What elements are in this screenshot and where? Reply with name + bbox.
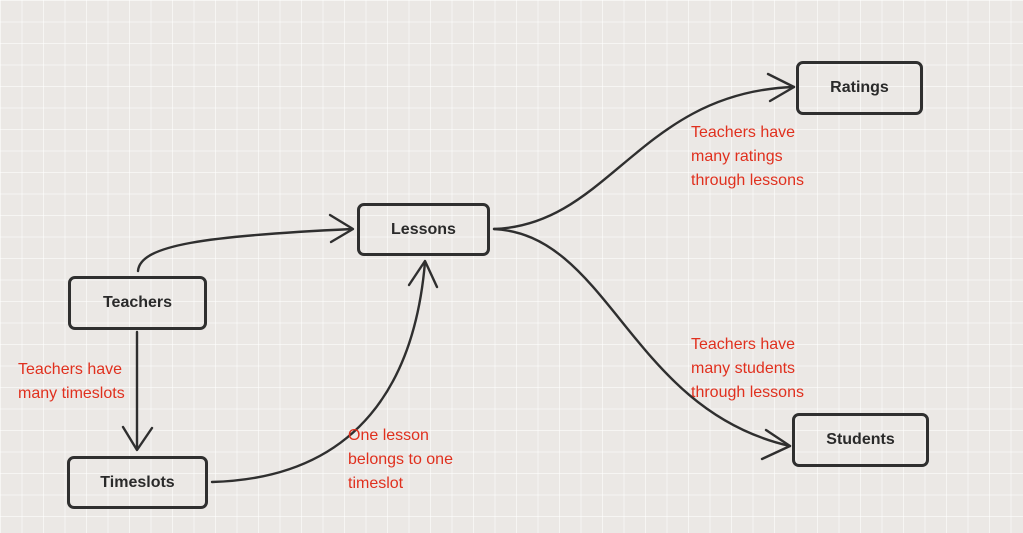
node-ratings[interactable]: Ratings [796, 61, 923, 115]
annotation-line: through lessons [691, 384, 804, 401]
arrowhead-lessons-ratings [766, 72, 796, 103]
arrowhead-lessons-students [760, 428, 792, 461]
annotation-teachers-timeslots: Teachers have many timeslots [18, 358, 125, 406]
annotation-line: timeslot [348, 475, 404, 492]
edge-lessons-ratings [492, 85, 796, 231]
edge-lessons-students [492, 227, 792, 448]
annotation-line: many students [691, 360, 796, 377]
node-students[interactable]: Students [792, 413, 929, 467]
annotation-line: belongs to one [348, 451, 453, 468]
edge-timeslots-lessons [210, 260, 427, 484]
annotation-teachers-students: Teachers have many students through less… [691, 333, 804, 405]
node-teachers[interactable]: Teachers [68, 276, 207, 330]
annotation-teachers-ratings: Teachers have many ratings through lesso… [691, 121, 804, 193]
annotation-line: many ratings [691, 148, 783, 165]
annotation-line: through lessons [691, 172, 804, 189]
annotation-line: Teachers have [18, 361, 123, 378]
node-timeslots[interactable]: Timeslots [67, 456, 208, 509]
annotation-line: Teachers have [691, 124, 796, 141]
annotation-line: One lesson [348, 427, 429, 444]
arrowhead-timeslots-lessons [407, 259, 439, 289]
annotation-lesson-timeslot: One lesson belongs to one timeslot [348, 424, 453, 496]
edge-teachers-lessons [136, 227, 354, 273]
node-lessons[interactable]: Lessons [357, 203, 490, 256]
arrowhead-teachers-timeslots [121, 425, 154, 452]
annotation-line: Teachers have [691, 336, 796, 353]
annotation-line: many timeslots [18, 385, 125, 402]
arrowhead-teachers-lessons [328, 213, 355, 244]
